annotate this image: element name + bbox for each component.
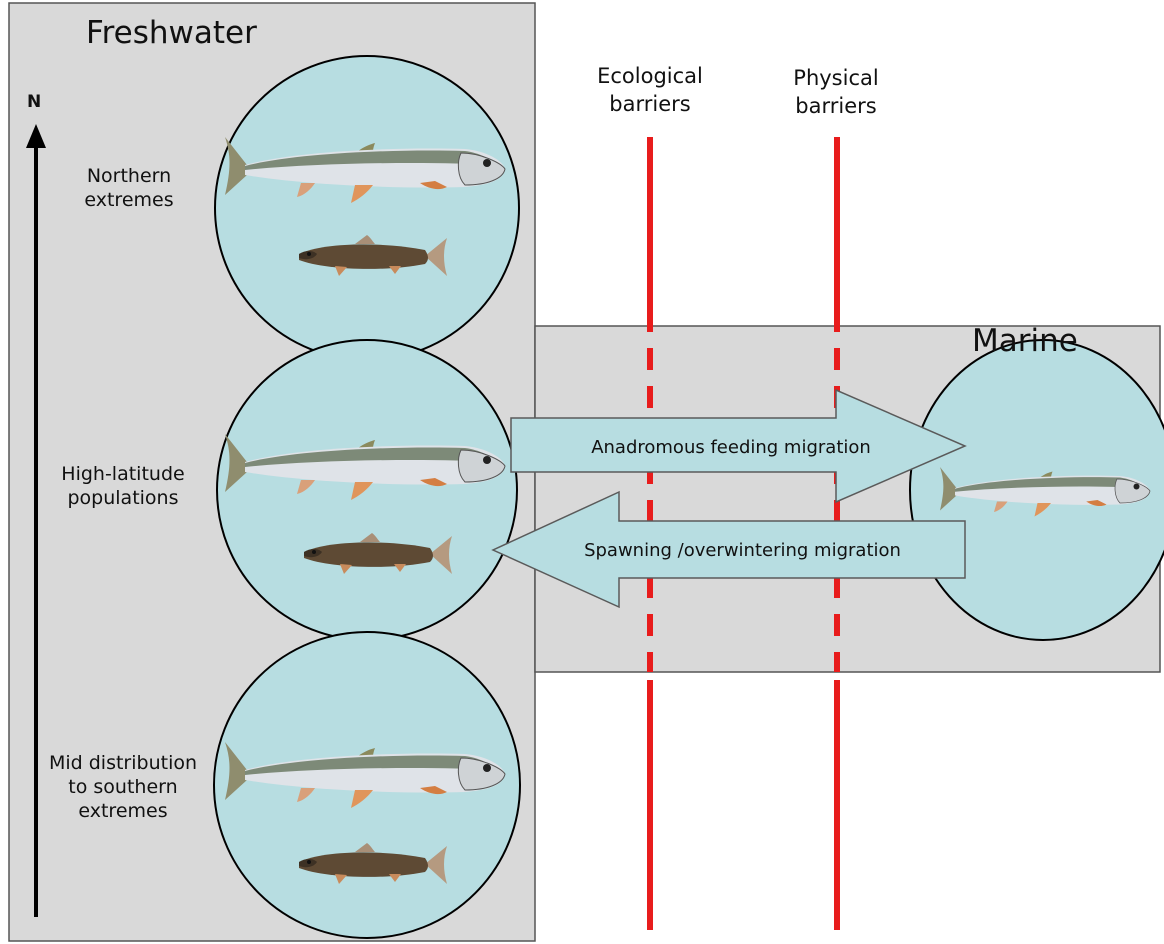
feeding-migration-label: Anadromous feeding migration [512,437,950,460]
ecological-barrier-label: Ecological barriers [570,62,730,119]
habitat-circle-high-latitude [217,340,517,640]
physical-barrier-label: Physical barriers [756,64,916,121]
habitat-circle-northern [215,56,519,360]
region-label-southern: Mid distribution to southern extremes [18,752,228,823]
marine-title: Marine [972,322,1078,361]
spawning-migration-label: Spawning /overwintering migration [520,540,965,563]
region-label-high-latitude: High-latitude populations [18,463,228,511]
region-label-northern: Northern extremes [24,165,234,213]
freshwater-title: Freshwater [86,14,257,53]
north-label: N [27,92,41,113]
